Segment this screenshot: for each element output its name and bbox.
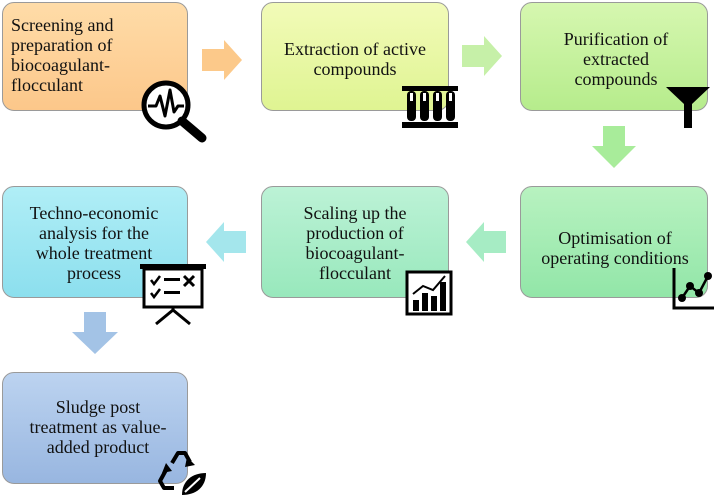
step-extraction-box: Extraction of active compounds: [261, 2, 449, 111]
step-scaling-label: Scaling up the production of biocoagulan…: [303, 203, 407, 283]
arrow-step4-to-step5: [466, 222, 506, 262]
magnifier-pulse-icon: [141, 80, 207, 143]
arrow-step3-to-step4: [592, 126, 636, 168]
step-sludge-box: Sludge post treatment as value-added pro…: [2, 372, 188, 484]
arrow-step6-to-step7: [72, 312, 118, 354]
funnel-icon: [666, 87, 710, 128]
bar-chart-icon: [405, 270, 453, 316]
step-techno-economic-label: Techno-economic analysis for the whole t…: [29, 203, 159, 283]
test-tubes-icon: [402, 86, 458, 128]
step-screening-label: Screening and preparation of biocoagulan…: [11, 15, 114, 95]
line-chart-icon: [672, 268, 714, 310]
step-optimisation-box: Optimisation of operating conditions: [520, 186, 708, 298]
arrow-step5-to-step6: [206, 222, 246, 262]
presentation-board-icon: [140, 264, 206, 326]
step-sludge-label: Sludge post treatment as value-added pro…: [29, 397, 167, 457]
arrow-step1-to-step2: [202, 40, 242, 80]
step-extraction-label: Extraction of active compounds: [284, 39, 426, 79]
recycle-leaf-icon: [158, 451, 206, 495]
step-optimisation-label: Optimisation of operating conditions: [541, 228, 689, 268]
arrow-step2-to-step3: [462, 36, 502, 76]
step-purification-label: Purification of extracted compounds: [563, 29, 669, 89]
step-screening-box: Screening and preparation of biocoagulan…: [2, 2, 188, 111]
